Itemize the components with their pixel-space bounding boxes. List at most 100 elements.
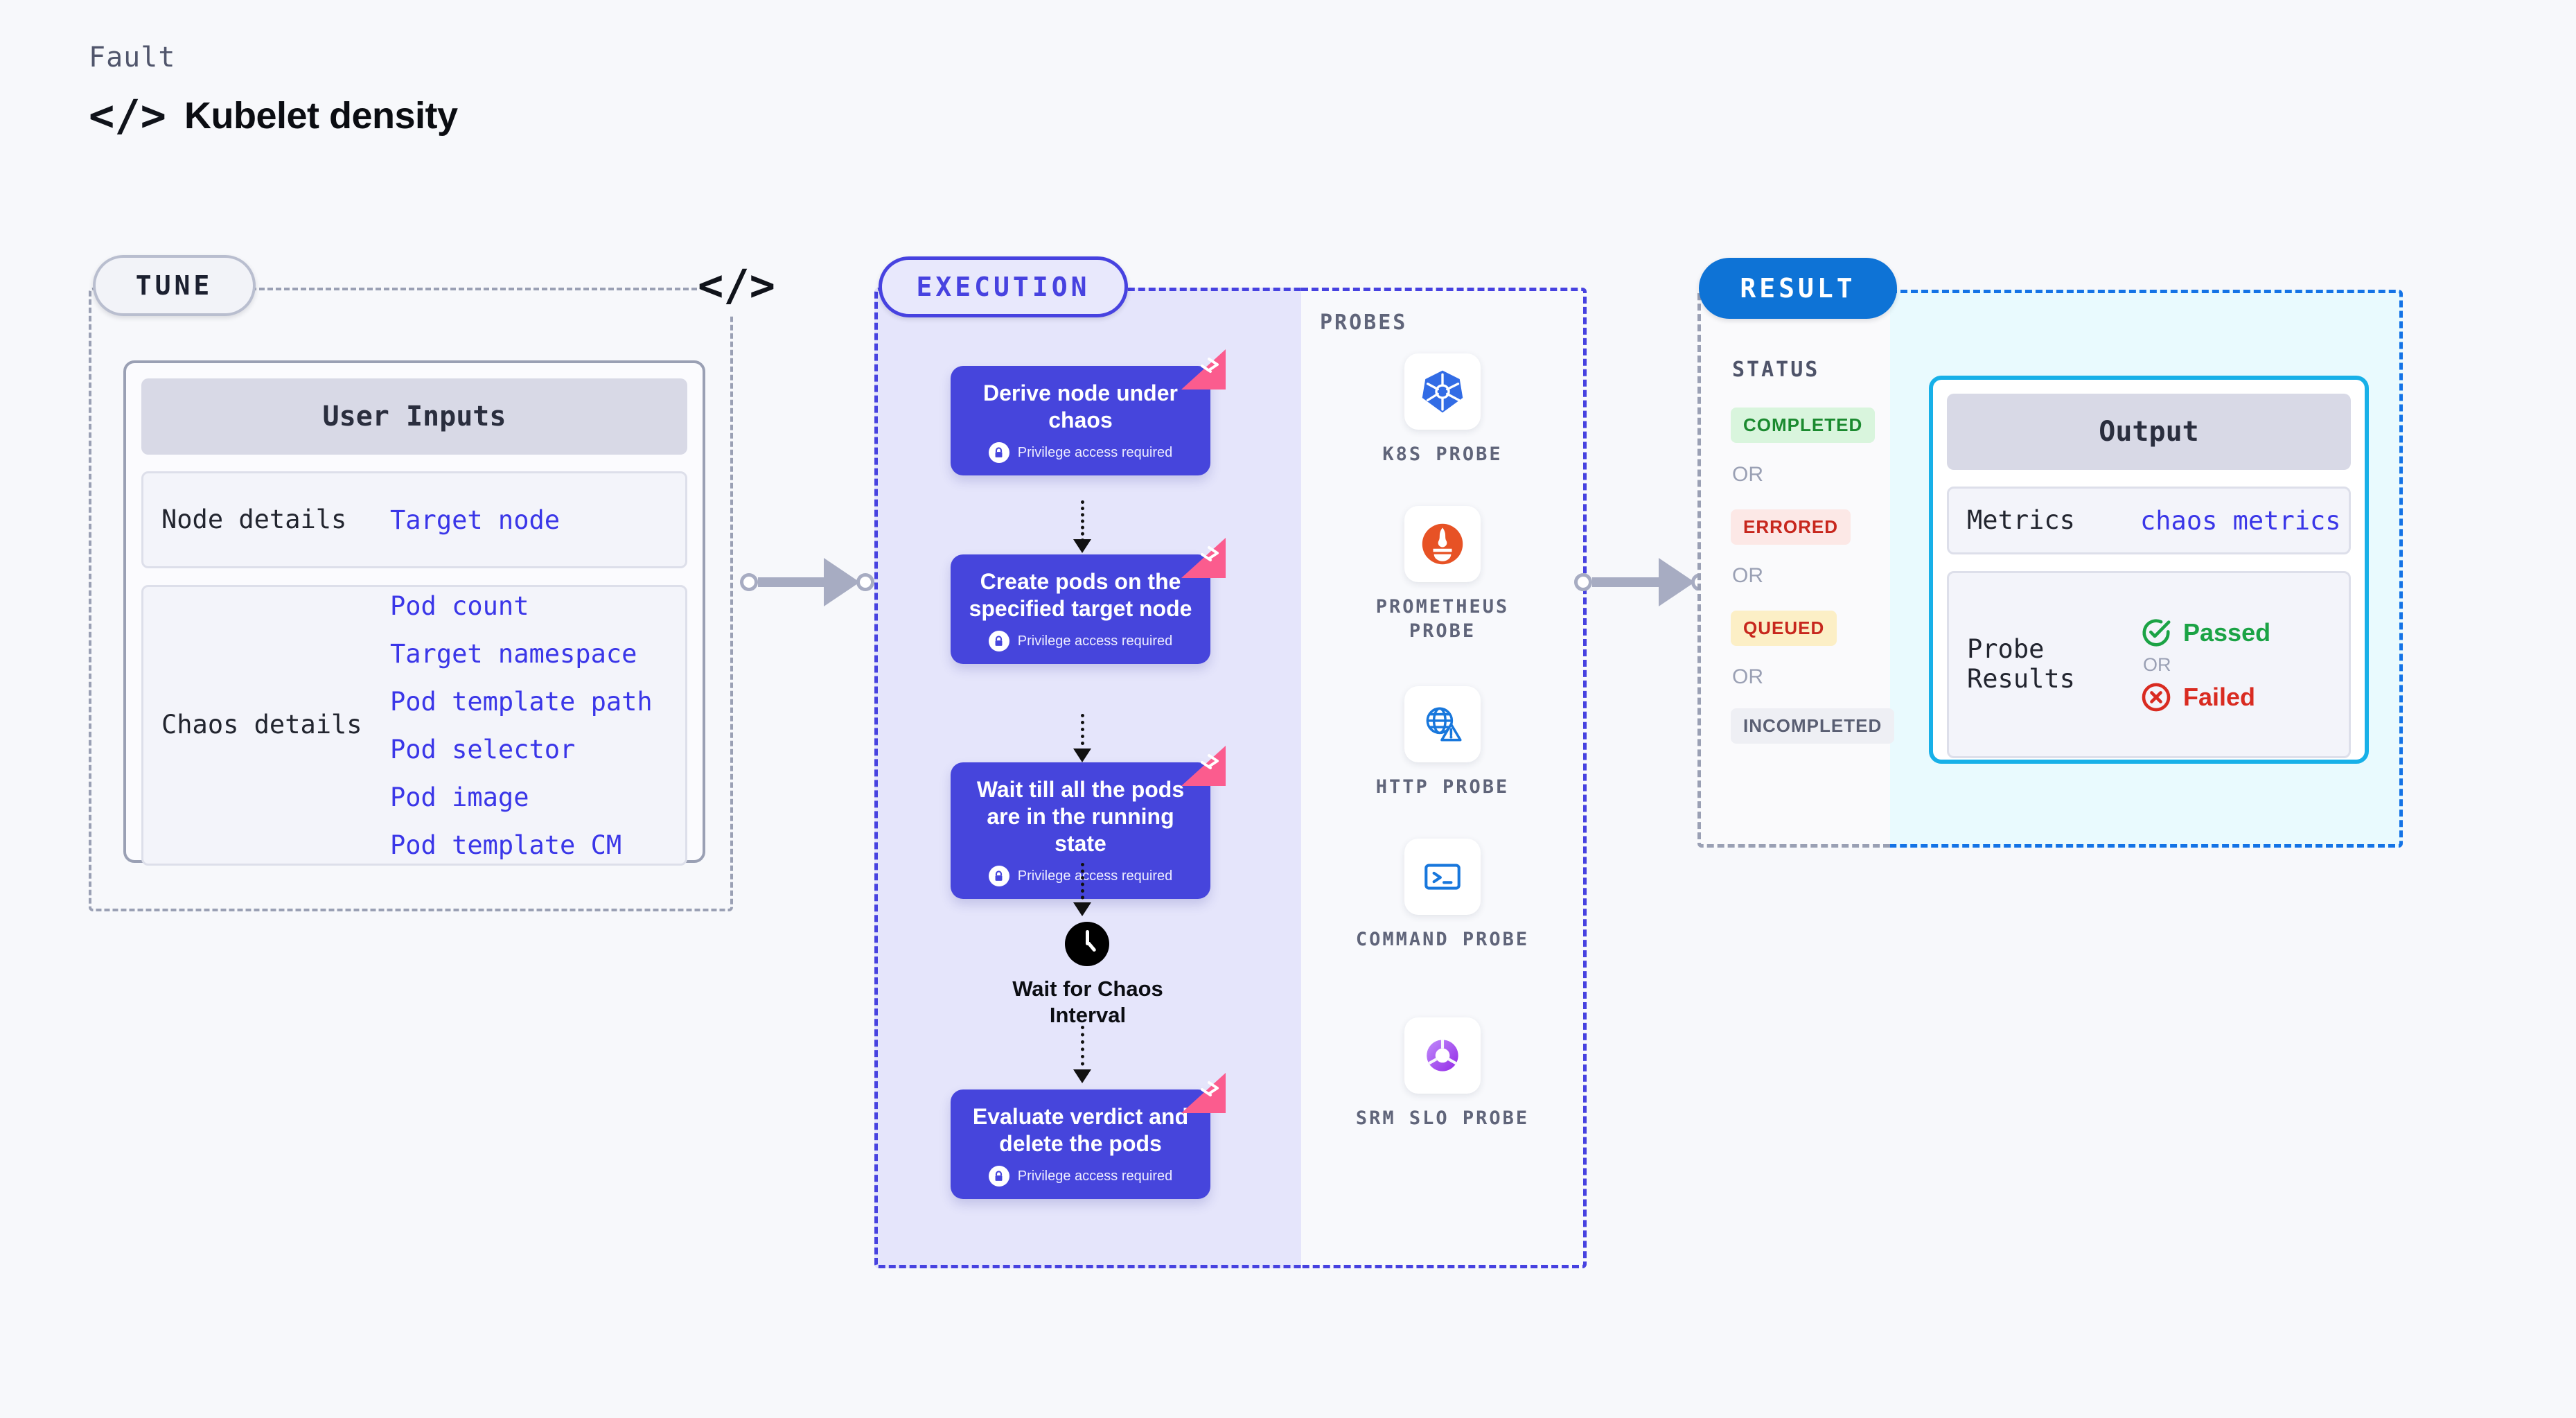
connector-start-dot xyxy=(1574,573,1592,591)
status-badge: INCOMPLETED xyxy=(1731,708,1895,744)
probe-item[interactable]: HTTP PROBE xyxy=(1339,686,1546,799)
status-or-label: OR xyxy=(1732,564,1763,587)
user-inputs-card: User Inputs Node details Target node Cha… xyxy=(123,360,705,866)
probe-passed: Passed xyxy=(2140,617,2270,649)
status-or-label: OR xyxy=(1732,665,1763,688)
code-icon: </> xyxy=(89,90,166,141)
input-pod-template-cm[interactable]: Pod template CM xyxy=(390,830,622,860)
execution-step-card[interactable]: Derive node under chaos Privilege access… xyxy=(951,349,1226,476)
flow-arrow-head xyxy=(1073,539,1091,553)
probe-label: K8S PROBE xyxy=(1382,444,1503,465)
probe-label: HTTP PROBE xyxy=(1375,776,1510,798)
globe-alert-icon xyxy=(1404,686,1481,762)
status-badge: QUEUED xyxy=(1731,611,1837,646)
step-title: Wait till all the pods are in the runnin… xyxy=(976,777,1185,857)
prometheus-icon xyxy=(1404,506,1481,582)
status-title: STATUS xyxy=(1732,358,1820,382)
probe-or-label: OR xyxy=(2143,654,2171,675)
flow-arrow-line xyxy=(1081,714,1087,752)
step-privilege-note: Privilege access required xyxy=(963,1166,1198,1187)
node-details-label: Node details xyxy=(161,504,347,534)
title-row: </> Kubelet density xyxy=(89,94,458,137)
harness-badge-icon xyxy=(1181,1073,1226,1113)
status-badge-label: ERRORED xyxy=(1743,516,1839,537)
chaos-details-values: Pod count Target namespace Pod template … xyxy=(390,591,653,860)
failed-label: Failed xyxy=(2183,682,2256,711)
flow-arrow-line xyxy=(1081,1026,1087,1073)
connector-start-dot xyxy=(740,573,758,591)
flow-arrow-head xyxy=(1073,902,1091,916)
step-title: Derive node under chaos xyxy=(983,380,1178,433)
privilege-text: Privilege access required xyxy=(1017,1168,1173,1184)
harness-badge-icon xyxy=(1181,349,1226,389)
step-title: Create pods on the specified target node xyxy=(969,569,1192,622)
x-circle-icon xyxy=(2142,683,2171,711)
metrics-label: Metrics xyxy=(1967,505,2075,535)
tune-pill-label: TUNE xyxy=(93,255,256,316)
status-badge-label: QUEUED xyxy=(1743,618,1825,638)
connector-arrow-head xyxy=(1659,558,1695,606)
probe-item[interactable]: COMMAND PROBE xyxy=(1339,839,1546,952)
metrics-row: Metrics chaos metrics xyxy=(1947,487,2351,554)
tune-code-icon: </> xyxy=(698,255,775,315)
step-privilege-note: Privilege access required xyxy=(963,442,1198,464)
connector-end-dot xyxy=(856,573,874,591)
connector-bar xyxy=(1592,577,1659,587)
chaos-details-block: Chaos details Pod count Target namespace… xyxy=(141,585,687,866)
probe-item[interactable]: SRM SLO PROBE xyxy=(1339,1017,1546,1130)
connector-tune-execution xyxy=(740,558,874,606)
privilege-text: Privilege access required xyxy=(1017,633,1173,649)
output-title: Output xyxy=(1947,394,2351,470)
status-or-label: OR xyxy=(1732,463,1763,486)
node-details-values: Target node xyxy=(390,505,560,535)
status-badge: COMPLETED xyxy=(1731,408,1876,443)
privilege-text: Privilege access required xyxy=(1017,444,1173,460)
passed-label: Passed xyxy=(2183,618,2271,647)
lock-icon xyxy=(988,1166,1009,1187)
probe-label: PROMETHEUS PROBE xyxy=(1375,596,1510,642)
connector-arrow-head xyxy=(824,558,861,606)
execution-pill-label: EXECUTION xyxy=(879,256,1128,317)
result-pill-label: RESULT xyxy=(1699,258,1897,319)
wait-interval-label: Wait for Chaos Interval xyxy=(1012,977,1163,1027)
probe-failed: Failed xyxy=(2140,681,2270,713)
execution-step-card[interactable]: Evaluate verdict and delete the pods Pri… xyxy=(951,1073,1226,1200)
node-details-block: Node details Target node xyxy=(141,471,687,568)
probes-panel xyxy=(1301,288,1587,1268)
probe-label: SRM SLO PROBE xyxy=(1355,1108,1530,1129)
flow-arrow-line xyxy=(1081,500,1087,542)
input-pod-template-path[interactable]: Pod template path xyxy=(390,686,653,717)
execution-step-card[interactable]: Wait till all the pods are in the runnin… xyxy=(951,746,1226,900)
probe-results-row: Probe Results Passed OR Failed xyxy=(1947,571,2351,758)
input-pod-selector[interactable]: Pod selector xyxy=(390,734,576,764)
clock-icon xyxy=(1065,922,1109,966)
result-status-panel xyxy=(1697,290,1891,848)
check-circle-icon xyxy=(2142,618,2171,647)
privilege-text: Privilege access required xyxy=(1017,868,1173,884)
user-inputs-title: User Inputs xyxy=(141,378,687,455)
lock-icon xyxy=(988,631,1009,652)
harness-badge-icon xyxy=(1181,746,1226,786)
lock-icon xyxy=(988,866,1009,887)
flow-arrow-head xyxy=(1073,749,1091,762)
input-pod-count[interactable]: Pod count xyxy=(390,590,529,621)
probe-label: COMMAND PROBE xyxy=(1355,929,1530,950)
status-badge: ERRORED xyxy=(1731,509,1851,545)
probe-item[interactable]: K8S PROBE xyxy=(1339,353,1546,466)
chaos-details-label: Chaos details xyxy=(161,710,362,740)
step-privilege-note: Privilege access required xyxy=(963,866,1198,887)
metrics-value[interactable]: chaos metrics xyxy=(2140,505,2341,536)
page-header: Fault </> Kubelet density xyxy=(89,42,458,137)
tune-panel xyxy=(89,288,733,911)
execution-step-card[interactable]: Create pods on the specified target node… xyxy=(951,538,1226,665)
lock-icon xyxy=(988,442,1009,464)
input-target-node[interactable]: Target node xyxy=(390,505,561,535)
probe-results-label: Probe Results xyxy=(1967,634,2075,694)
input-pod-image[interactable]: Pod image xyxy=(390,782,529,812)
connector-execution-result xyxy=(1574,558,1710,606)
slo-gauge-icon xyxy=(1404,1017,1481,1094)
page-title: Kubelet density xyxy=(184,95,458,137)
input-target-namespace[interactable]: Target namespace xyxy=(390,638,637,669)
probes-title: PROBES xyxy=(1320,310,1408,335)
probe-item[interactable]: PROMETHEUS PROBE xyxy=(1339,506,1546,643)
